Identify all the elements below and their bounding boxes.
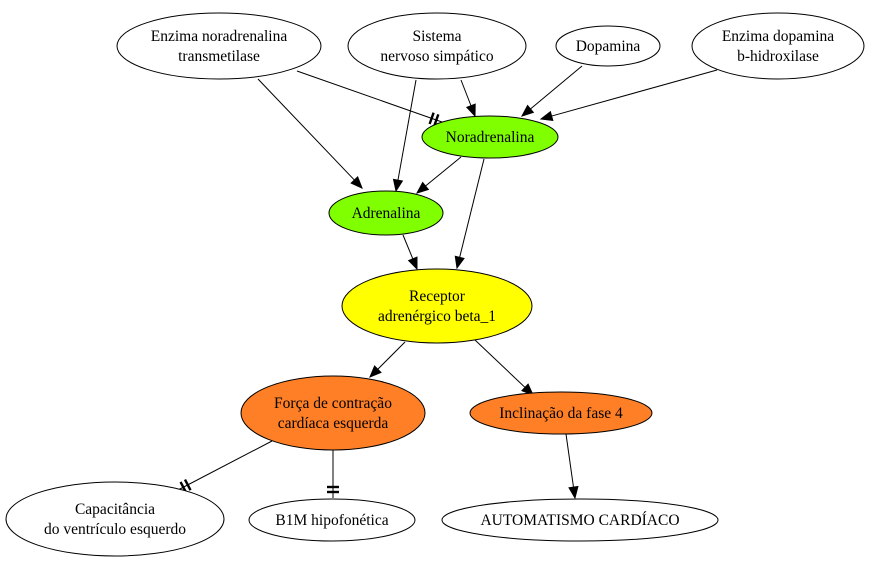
arrowhead-icon bbox=[407, 256, 418, 271]
node-automatismo[interactable]: AUTOMATISMO CARDÍACO bbox=[441, 498, 719, 542]
edge-line bbox=[565, 433, 574, 488]
node-label: Enzima dopamina bbox=[722, 28, 834, 45]
edge-sistema_nervoso-noradrenalina bbox=[392, 79, 417, 193]
node-ellipse bbox=[116, 12, 322, 80]
node-ellipse bbox=[341, 268, 533, 344]
node-label: Força de contração bbox=[274, 395, 392, 412]
edge-inclinacao-automatismo bbox=[565, 433, 579, 500]
inhibit-bar-icon bbox=[433, 113, 440, 127]
node-receptor[interactable]: Receptor adrenérgico beta_1 bbox=[341, 268, 533, 344]
node-ellipse bbox=[248, 498, 416, 542]
node-label: Inclinação da fase 4 bbox=[499, 405, 623, 422]
edge-noradrenalina-adrenalina bbox=[415, 156, 462, 194]
node-label: Capacitância bbox=[75, 501, 155, 518]
node-ellipse bbox=[469, 391, 653, 435]
node-forca-contracao[interactable]: Força de contração cardíaca esquerda bbox=[240, 375, 426, 451]
node-label: Enzima noradrenalina bbox=[151, 28, 288, 45]
node-ellipse bbox=[5, 481, 225, 557]
node-label: transmetilase bbox=[178, 48, 260, 65]
edge-noradrenalina-receptor bbox=[454, 158, 485, 270]
node-inclinacao[interactable]: Inclinação da fase 4 bbox=[469, 391, 653, 435]
inhibit-bar-icon bbox=[183, 479, 192, 491]
node-b1m[interactable]: B1M hipofonética bbox=[248, 498, 416, 542]
node-label: AUTOMATISMO CARDÍACO bbox=[480, 512, 679, 529]
arrowhead-icon bbox=[568, 485, 579, 500]
node-capacitancia[interactable]: Capacitância do ventrículo esquerdo bbox=[5, 481, 225, 557]
node-label: cardíaca esquerda bbox=[278, 415, 389, 432]
edge-line bbox=[459, 158, 485, 258]
arrowhead-icon bbox=[465, 103, 476, 118]
edge-line bbox=[460, 79, 472, 106]
edge-enzima_noradrenalina-adrenalina bbox=[257, 78, 363, 189]
node-label: Adrenalina bbox=[352, 205, 421, 222]
arrowhead-icon bbox=[392, 178, 404, 193]
node-ellipse bbox=[328, 190, 444, 236]
node-noradrenalina[interactable]: Noradrenalina bbox=[421, 115, 559, 159]
edge-enzima_dopamina-noradrenalina bbox=[539, 69, 718, 121]
nodes-layer: Enzima noradrenalina transmetilase Sistema… bbox=[5, 12, 865, 557]
arrowhead-icon bbox=[454, 255, 465, 270]
arrowhead-icon bbox=[521, 383, 534, 396]
edge-forca_contracao-capacitancia bbox=[177, 440, 273, 494]
node-label: Noradrenalina bbox=[446, 129, 535, 146]
node-ellipse bbox=[347, 12, 527, 80]
edge-line bbox=[257, 78, 355, 181]
node-ellipse bbox=[555, 25, 661, 67]
node-enzima-noradrenalina[interactable]: Enzima noradrenalina transmetilase bbox=[116, 12, 322, 80]
edges-layer bbox=[177, 65, 718, 500]
node-enzima-dopamina[interactable]: Enzima dopamina b-hidroxilase bbox=[691, 12, 865, 80]
edge-receptor-forca_contracao bbox=[369, 341, 406, 378]
node-label: adrenérgico beta_1 bbox=[378, 308, 496, 325]
node-adrenalina[interactable]: Adrenalina bbox=[328, 190, 444, 236]
edge-line bbox=[474, 339, 526, 388]
arrowhead-icon bbox=[369, 365, 382, 378]
edge-line bbox=[551, 69, 718, 117]
edge-forca_contracao-b1m bbox=[327, 450, 339, 498]
edge-adrenalina-receptor bbox=[402, 234, 418, 271]
edge-receptor-inclinacao bbox=[474, 339, 534, 396]
arrowhead-icon bbox=[520, 104, 535, 117]
arrowhead-icon bbox=[415, 181, 430, 194]
node-label: Receptor bbox=[409, 288, 466, 305]
edge-line bbox=[177, 440, 273, 491]
node-ellipse bbox=[240, 375, 426, 451]
arrowhead-icon bbox=[350, 176, 363, 189]
node-dopamina[interactable]: Dopamina bbox=[555, 25, 661, 67]
node-sistema-nervoso[interactable]: Sistema nervoso simpático bbox=[347, 12, 527, 80]
edge-line bbox=[377, 341, 406, 370]
node-ellipse bbox=[421, 115, 559, 159]
node-ellipse bbox=[441, 498, 719, 542]
edge-line bbox=[425, 156, 462, 187]
edge-line bbox=[397, 79, 417, 181]
edge-line bbox=[402, 234, 414, 260]
node-label: B1M hipofonética bbox=[275, 512, 388, 529]
node-label: nervoso simpático bbox=[380, 48, 493, 65]
inhibit-bar-icon bbox=[428, 112, 435, 125]
edge-line bbox=[296, 70, 443, 123]
edge-dopamina-noradrenalina bbox=[520, 65, 583, 117]
node-label: b-hidroxilase bbox=[737, 48, 819, 65]
edge-sistema_nervoso-adrenalina bbox=[460, 79, 476, 118]
node-ellipse bbox=[691, 12, 865, 80]
node-label: do ventrículo esquerdo bbox=[44, 521, 186, 538]
edge-enzima_noradrenalina-noradrenalina bbox=[296, 70, 443, 127]
arrowhead-icon bbox=[539, 110, 554, 121]
edge-line bbox=[530, 65, 583, 110]
node-label: Sistema bbox=[412, 28, 461, 45]
node-label: Dopamina bbox=[576, 38, 641, 55]
